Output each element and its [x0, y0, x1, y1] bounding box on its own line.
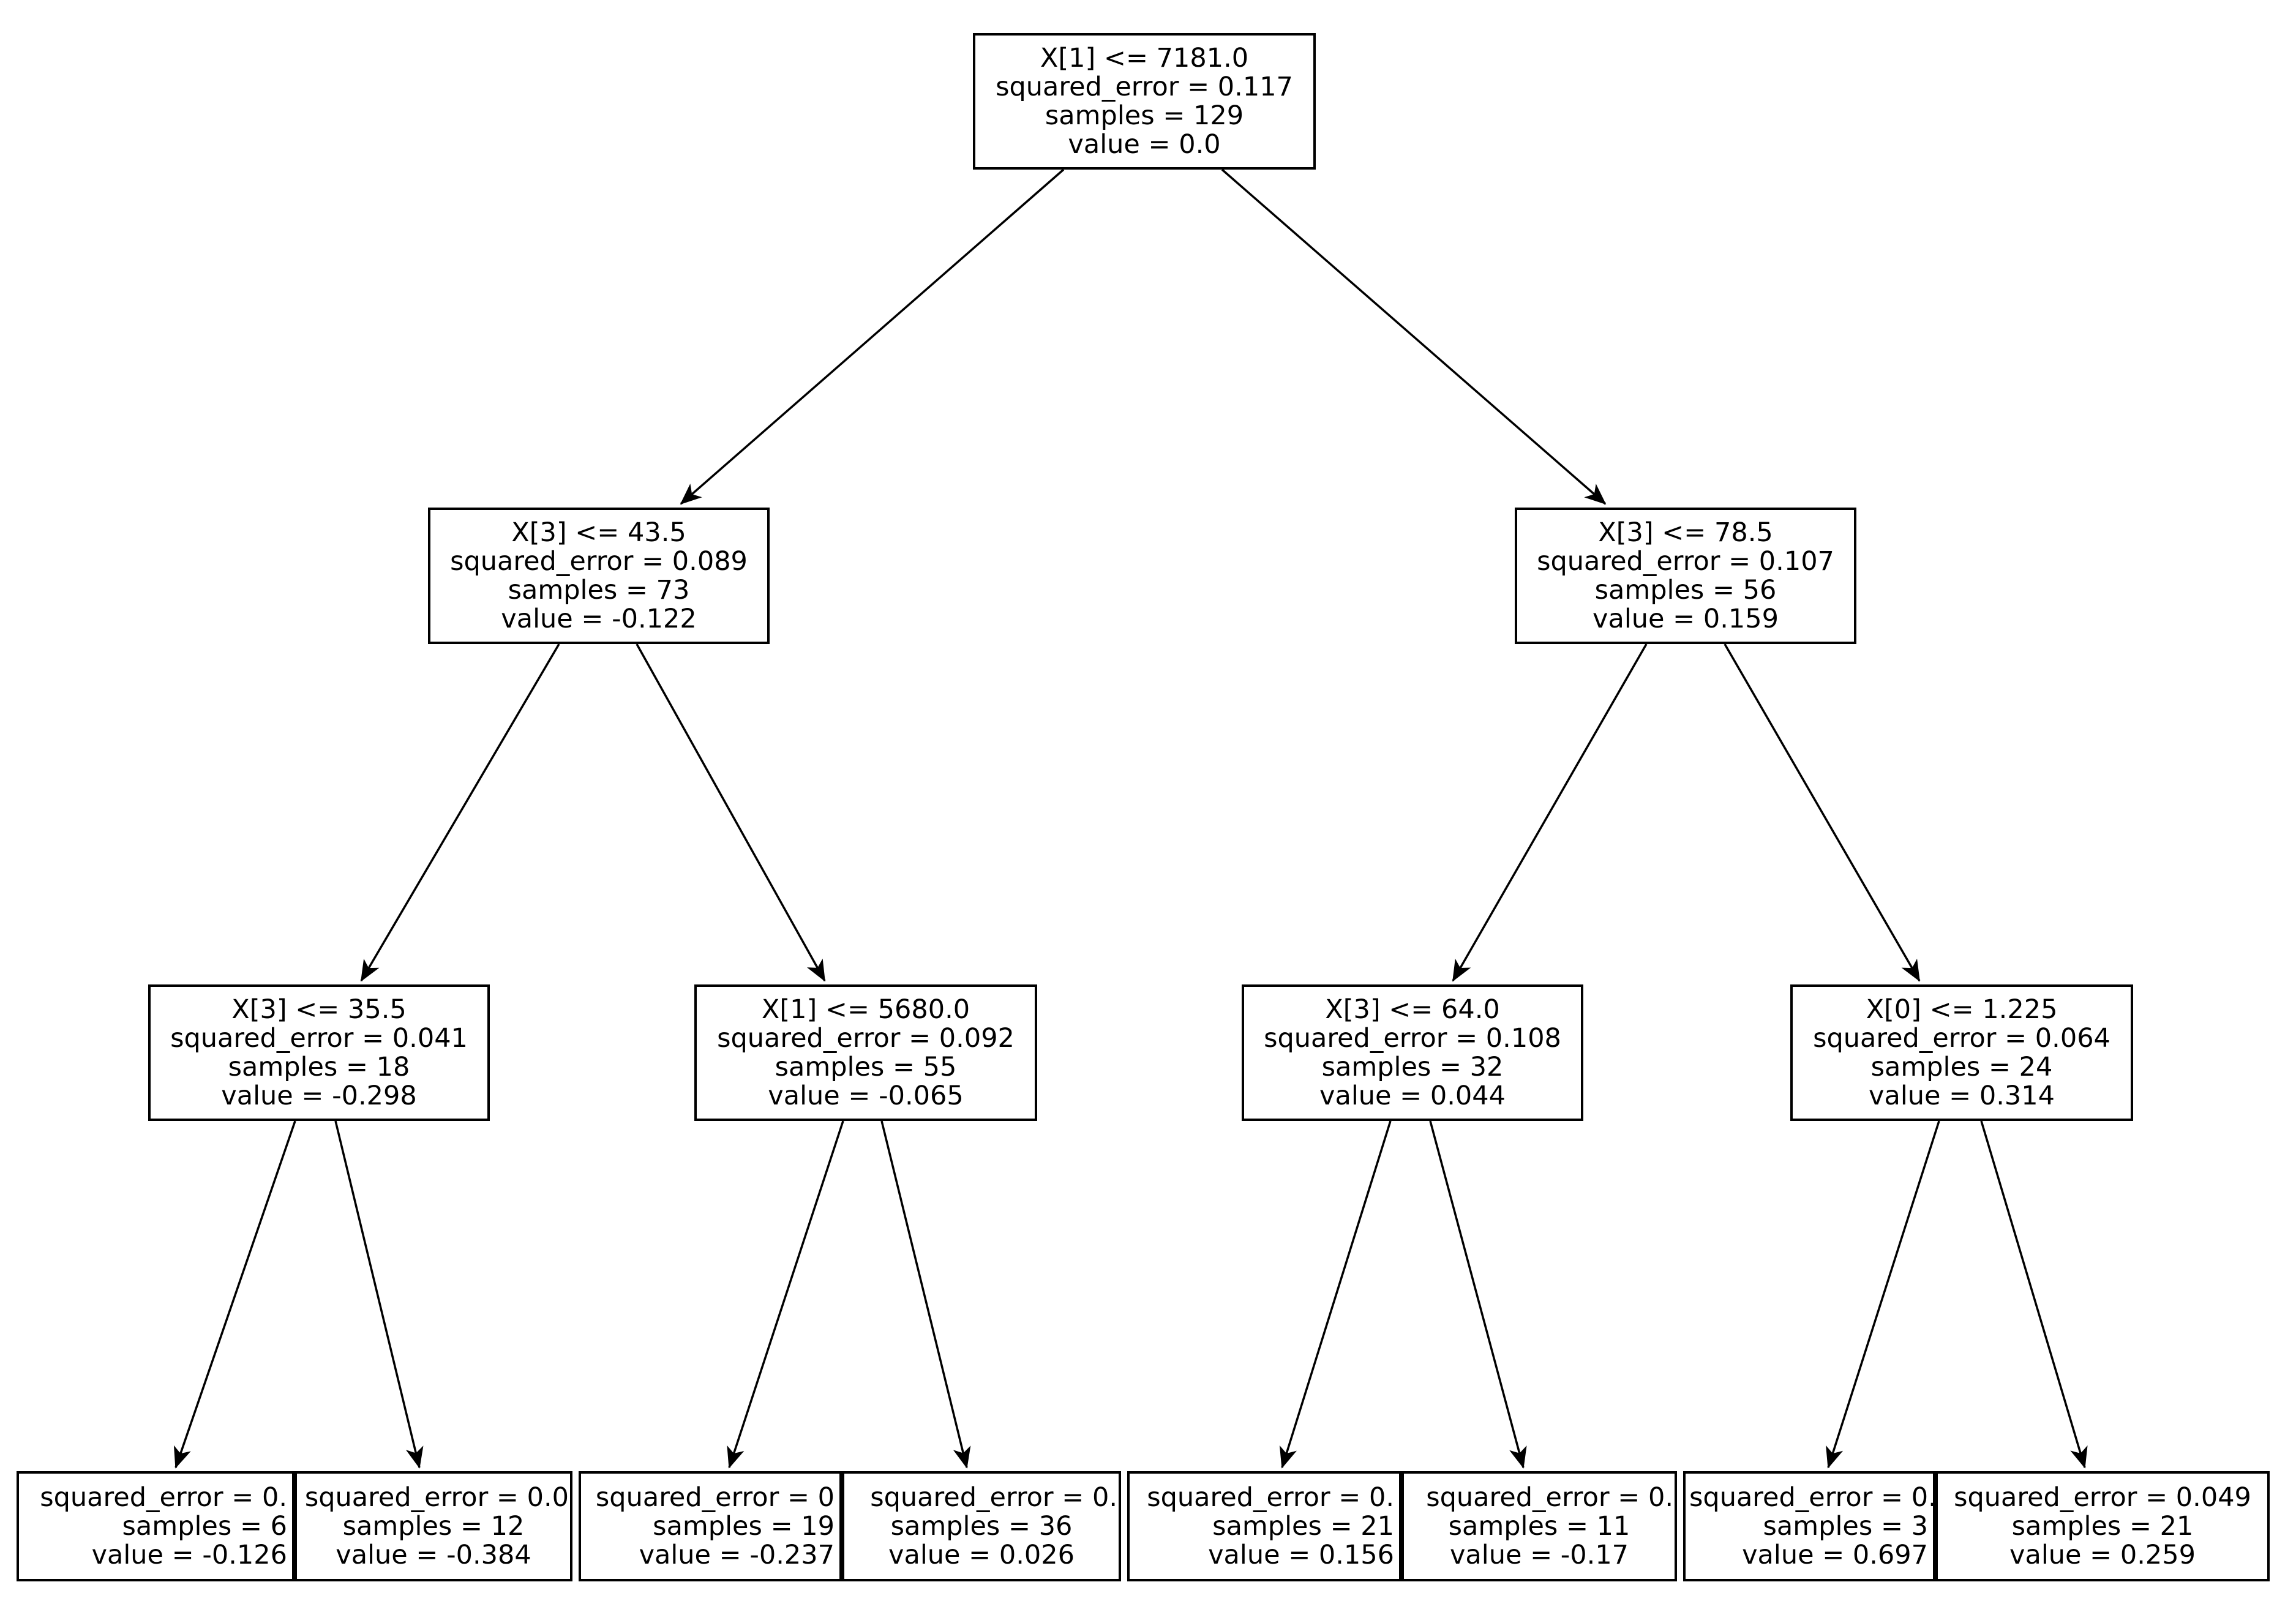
tree-node-depth1-right: X[3] <= 78.5 squared_error = 0.107 sampl…	[1515, 508, 1856, 644]
node-samples: samples = 24	[1870, 1052, 2053, 1082]
tree-leaf-5: squared_error = 0. samples = 21 value = …	[1127, 1471, 1401, 1581]
node-samples: samples = 129	[1045, 101, 1244, 130]
edge-arrow	[173, 1120, 296, 1469]
edge-arrow	[880, 1120, 971, 1469]
node-condition: X[1] <= 7181.0	[1040, 43, 1249, 73]
edge-arrow	[1980, 1120, 2088, 1469]
edge-arrow	[334, 1120, 424, 1469]
node-squared-error: squared_error = 0.	[40, 1483, 287, 1512]
tree-node-depth1-left: X[3] <= 43.5 squared_error = 0.089 sampl…	[428, 508, 770, 644]
node-value: value = 0.026	[888, 1540, 1075, 1570]
node-samples: samples = 56	[1594, 575, 1777, 605]
node-samples: samples = 55	[775, 1052, 957, 1082]
node-squared-error: squared_error = 0.107	[1537, 547, 1834, 576]
node-value: value = 0.259	[2009, 1540, 2196, 1570]
node-samples: samples = 21	[2011, 1512, 2194, 1541]
edge-arrow	[636, 643, 826, 982]
edge-arrow	[1429, 1120, 1527, 1469]
edge-arrow	[727, 1120, 844, 1469]
tree-leaf-1: squared_error = 0. samples = 6 value = -…	[17, 1471, 295, 1581]
node-condition: X[3] <= 43.5	[511, 518, 686, 547]
tree-node-root: X[1] <= 7181.0 squared_error = 0.117 sam…	[973, 33, 1316, 170]
node-value: value = 0.044	[1319, 1081, 1506, 1111]
node-value: value = -0.298	[221, 1081, 417, 1111]
node-squared-error: squared_error = 0.041	[170, 1024, 468, 1053]
node-condition: X[3] <= 64.0	[1325, 995, 1500, 1024]
node-value: value = 0.156	[1208, 1540, 1394, 1570]
node-squared-error: squared_error = 0.108	[1264, 1024, 1561, 1053]
tree-leaf-8: squared_error = 0.049 samples = 21 value…	[1935, 1471, 2270, 1581]
node-samples: samples = 32	[1321, 1052, 1504, 1082]
edge-arrow	[360, 643, 560, 982]
node-squared-error: squared_error = 0.092	[717, 1024, 1015, 1053]
node-condition: X[3] <= 35.5	[231, 995, 407, 1024]
edge-arrow	[1279, 1120, 1392, 1469]
node-squared-error: squared_error = 0.117	[996, 72, 1293, 102]
tree-leaf-2: squared_error = 0.0 samples = 12 value =…	[295, 1471, 572, 1581]
node-value: value = -0.237	[639, 1540, 835, 1570]
node-samples: samples = 6	[122, 1512, 287, 1541]
tree-leaf-6: squared_error = 0. samples = 11 value = …	[1401, 1471, 1677, 1581]
node-value: value = 0.0	[1068, 130, 1221, 159]
node-squared-error: squared_error = 0.	[1426, 1483, 1673, 1512]
node-value: value = -0.122	[501, 604, 697, 634]
tree-node-depth2-4: X[0] <= 1.225 squared_error = 0.064 samp…	[1790, 984, 2133, 1121]
node-condition: X[3] <= 78.5	[1598, 518, 1773, 547]
node-value: value = 0.159	[1593, 604, 1779, 634]
node-squared-error: squared_error = 0.	[1147, 1483, 1394, 1512]
node-squared-error: squared_error = 0.0	[304, 1483, 569, 1512]
node-samples: samples = 19	[653, 1512, 835, 1541]
tree-node-depth2-2: X[1] <= 5680.0 squared_error = 0.092 sam…	[694, 984, 1037, 1121]
edge-arrow	[1826, 1120, 1940, 1469]
node-value: value = -0.065	[768, 1081, 964, 1111]
node-value: value = -0.17	[1449, 1540, 1629, 1570]
tree-leaf-3: squared_error = 0 samples = 19 value = -…	[579, 1471, 842, 1581]
node-squared-error: squared_error = 0.089	[450, 547, 748, 576]
edge-arrow	[1724, 643, 1921, 982]
node-samples: samples = 21	[1212, 1512, 1394, 1541]
node-samples: samples = 73	[508, 575, 690, 605]
node-samples: samples = 11	[1448, 1512, 1630, 1541]
node-squared-error: squared_error = 0.049	[1954, 1483, 2251, 1512]
tree-node-depth2-3: X[3] <= 64.0 squared_error = 0.108 sampl…	[1242, 984, 1583, 1121]
node-squared-error: squared_error = 0.064	[1813, 1024, 2110, 1053]
edge-arrow	[1221, 168, 1607, 505]
tree-leaf-4: squared_error = 0. samples = 36 value = …	[842, 1471, 1121, 1581]
node-samples: samples = 18	[228, 1052, 410, 1082]
node-samples: samples = 12	[342, 1512, 525, 1541]
node-condition: X[1] <= 5680.0	[761, 995, 970, 1024]
node-samples: samples = 36	[890, 1512, 1073, 1541]
node-condition: X[0] <= 1.225	[1866, 995, 2058, 1024]
edge-arrow	[680, 168, 1065, 505]
node-samples: samples = 3	[1763, 1512, 1928, 1541]
edge-arrow	[1452, 643, 1648, 982]
node-value: value = -0.126	[91, 1540, 287, 1570]
tree-leaf-7: squared_error = 0. samples = 3 value = 0…	[1683, 1471, 1935, 1581]
node-value: value = 0.314	[1869, 1081, 2055, 1111]
node-squared-error: squared_error = 0	[595, 1483, 835, 1512]
node-squared-error: squared_error = 0.	[1689, 1483, 1933, 1512]
node-value: value = -0.384	[336, 1540, 531, 1570]
tree-node-depth2-1: X[3] <= 35.5 squared_error = 0.041 sampl…	[148, 984, 490, 1121]
node-squared-error: squared_error = 0.	[870, 1483, 1117, 1512]
node-value: value = 0.697	[1742, 1540, 1928, 1570]
